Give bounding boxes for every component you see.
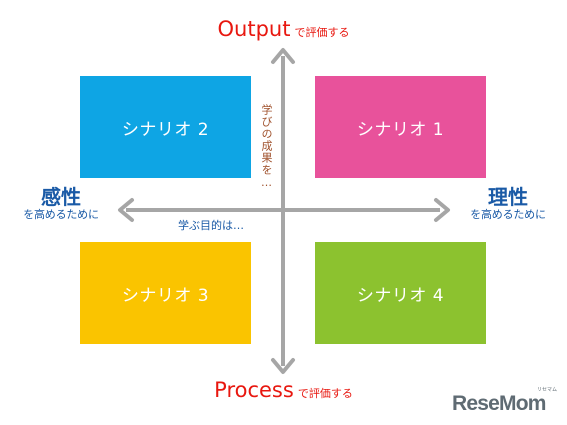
left-arrowhead: [118, 198, 134, 222]
right-axis-label: 理性 を高めるために: [454, 187, 562, 221]
down-arrowhead: [271, 358, 295, 374]
quadrant-scenario-3: シナリオ 3: [80, 242, 251, 344]
up-arrowhead: [271, 48, 295, 64]
resemom-logo: ReseMom: [452, 392, 546, 415]
top-axis-title-main: Output: [217, 17, 291, 41]
bottom-axis-title-sub: で評価する: [297, 387, 353, 400]
quadrant-scenario-1-label: シナリオ 1: [356, 119, 445, 140]
axis-lines: [118, 48, 450, 374]
bottom-axis-title-main: Process: [214, 378, 294, 402]
quadrant-scenario-4: シナリオ 4: [315, 242, 486, 344]
horizontal-axis-note: 学ぶ目的は…: [178, 219, 244, 232]
left-axis-label: 感性 を高めるために: [8, 187, 114, 221]
right-axis-label-main: 理性: [488, 185, 528, 209]
quadrant-scenario-2: シナリオ 2: [80, 76, 251, 178]
right-arrowhead: [434, 198, 450, 222]
quadrant-scenario-2-label: シナリオ 2: [121, 119, 210, 140]
vertical-axis-note: 学びの成果を…: [260, 104, 273, 190]
quadrant-scenario-4-label: シナリオ 4: [356, 285, 445, 306]
logo-furigana: リセマム: [537, 387, 558, 393]
quadrant-scenario-3-label: シナリオ 3: [121, 285, 210, 306]
right-axis-label-sub: を高めるために: [470, 208, 546, 221]
left-axis-label-main: 感性: [41, 185, 81, 209]
quadrant-scenario-1: シナリオ 1: [315, 76, 486, 178]
top-axis-title-sub: で評価する: [294, 26, 350, 39]
left-axis-label-sub: を高めるために: [23, 208, 99, 221]
